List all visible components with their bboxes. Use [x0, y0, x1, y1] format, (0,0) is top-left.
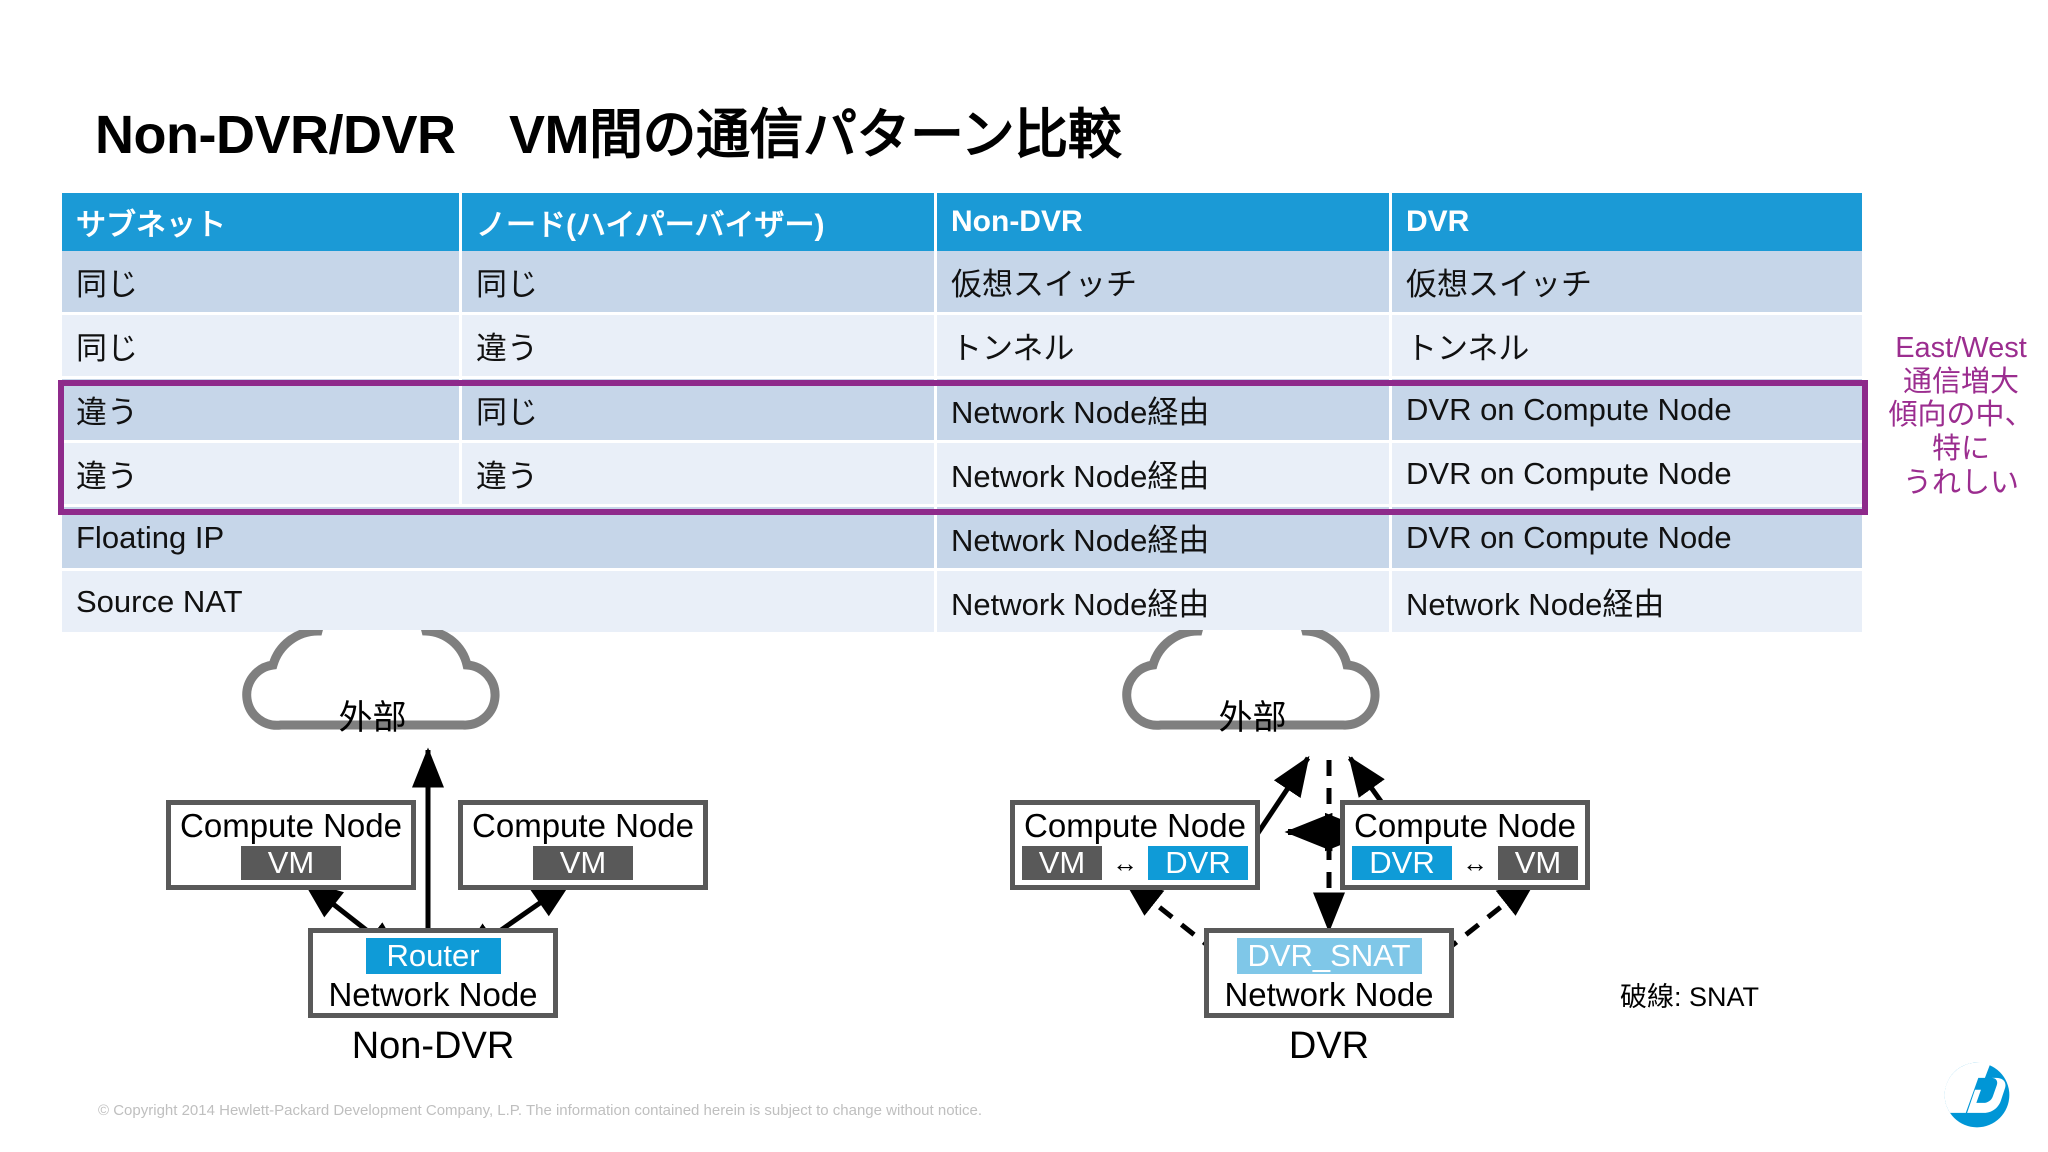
page-title: Non-DVR/DVR VM間の通信パターン比較: [95, 105, 1122, 165]
cell-node: 違う: [462, 443, 937, 507]
double-arrow-icon: ↔: [1462, 847, 1488, 878]
cell-subnet-span: Source NAT: [62, 571, 937, 635]
annotation-line-1: East/West: [1895, 332, 2027, 364]
compute-node-left-title: Compute Node: [180, 807, 402, 844]
cell-node: 違う: [462, 315, 937, 379]
cell-node: 同じ: [462, 379, 937, 443]
compute-node-right-title: Compute Node: [472, 807, 694, 844]
compute-node-right: Compute Node DVR ↔ VM: [1340, 800, 1590, 890]
column-header-node: ノード(ハイパーバイザー): [462, 193, 937, 251]
compute-node-left-chips: VM ↔ DVR: [1022, 845, 1248, 880]
annotation-line-2: 通信増大: [1902, 365, 2019, 398]
cell-subnet: 同じ: [62, 315, 462, 379]
cell-dvr: 仮想スイッチ: [1392, 251, 1862, 315]
compute-node-left: Compute Node VM ↔ DVR: [1010, 800, 1260, 890]
table-body: 同じ 同じ 仮想スイッチ 仮想スイッチ 同じ 違う トンネル トンネル 違う 同…: [62, 251, 1862, 635]
column-header-nondvr: Non-DVR: [937, 193, 1392, 251]
vm-chip-right: VM: [1498, 845, 1578, 880]
cloud-shape-external: [1122, 630, 1380, 730]
vm-chip-left: VM: [1022, 845, 1102, 880]
arrow-snat-to-vm-left-dashed: [1123, 878, 1218, 954]
dvr-chip-right: DVR: [1352, 845, 1452, 880]
annotation-line-4: 特に: [1931, 432, 1990, 465]
diagram-caption-dvr: DVR: [1288, 1025, 1370, 1067]
cell-nondvr: Network Node経由: [937, 443, 1392, 507]
east-west-annotation: East/West 通信増大 傾向の中、 特に うれしい: [1874, 332, 2048, 500]
vm-chip-right: VM: [533, 845, 633, 880]
dvr-snat-chip: DVR_SNAT: [1236, 938, 1422, 974]
column-header-dvr: DVR: [1392, 193, 1862, 251]
cell-nondvr: Network Node経由: [937, 507, 1392, 571]
table-row: Source NAT Network Node経由 Network Node経由: [62, 571, 1862, 635]
cell-dvr: DVR on Compute Node: [1392, 507, 1862, 571]
arrow-snat-to-vm-right-dashed: [1442, 878, 1537, 954]
cloud-shape-external: [242, 630, 500, 730]
dvr-chip-left: DVR: [1148, 845, 1248, 880]
column-header-subnet: サブネット: [62, 193, 462, 251]
cell-nondvr: トンネル: [937, 315, 1392, 379]
compute-node-left: Compute Node VM: [166, 800, 416, 890]
cell-dvr: トンネル: [1392, 315, 1862, 379]
network-node-box: DVR_SNAT Network Node: [1204, 928, 1454, 1018]
double-arrow-icon: ↔: [1112, 847, 1138, 878]
table-row: 同じ 同じ 仮想スイッチ 仮想スイッチ: [62, 251, 1862, 315]
cell-nondvr: 仮想スイッチ: [937, 251, 1392, 315]
cell-subnet-span: Floating IP: [62, 507, 937, 571]
cell-dvr: DVR on Compute Node: [1392, 379, 1862, 443]
cell-dvr: Network Node経由: [1392, 571, 1862, 635]
diagram-dvr: 外部 Compute Node VM ↔ DVR Compute Node DV…: [1010, 630, 1820, 1090]
compute-node-right-chips: DVR ↔ VM: [1352, 845, 1578, 880]
table-row: 同じ 違う トンネル トンネル: [62, 315, 1862, 379]
table-row: 違う 違う Network Node経由 DVR on Compute Node: [62, 443, 1862, 507]
annotation-line-3: 傾向の中、: [1888, 399, 2034, 432]
vm-chip-left: VM: [241, 845, 341, 880]
cell-nondvr: Network Node経由: [937, 379, 1392, 443]
copyright-footer: © Copyright 2014 Hewlett-Packard Develop…: [98, 1102, 983, 1119]
network-node-title: Network Node: [328, 976, 538, 1013]
network-node-box: Router Network Node: [308, 928, 558, 1018]
cloud-label-external: 外部: [1218, 699, 1287, 737]
cell-subnet: 同じ: [62, 251, 462, 315]
comparison-table: サブネット ノード(ハイパーバイザー) Non-DVR DVR 同じ 同じ 仮想…: [62, 193, 1862, 635]
table-header-row: サブネット ノード(ハイパーバイザー) Non-DVR DVR: [62, 193, 1862, 251]
cell-subnet: 違う: [62, 379, 462, 443]
arrow-dvr-left-to-cloud: [1249, 755, 1311, 844]
router-chip: Router: [365, 938, 501, 974]
hp-logo-icon: [1944, 1062, 2010, 1128]
diagram-non-dvr: 外部 Compute Node VM Compute Node VM Route…: [166, 630, 940, 1090]
cell-node: 同じ: [462, 251, 937, 315]
compute-node-left-title: Compute Node: [1024, 807, 1246, 844]
table-row: Floating IP Network Node経由 DVR on Comput…: [62, 507, 1862, 571]
cell-dvr: DVR on Compute Node: [1392, 443, 1862, 507]
compute-node-right: Compute Node VM: [458, 800, 708, 890]
snat-legend: 破線: SNAT: [1620, 982, 1760, 1012]
compute-node-right-title: Compute Node: [1354, 807, 1576, 844]
cloud-label-external: 外部: [338, 699, 407, 737]
cell-nondvr: Network Node経由: [937, 571, 1392, 635]
network-node-title: Network Node: [1224, 976, 1434, 1013]
cell-subnet: 違う: [62, 443, 462, 507]
diagram-caption-non-dvr: Non-DVR: [351, 1025, 515, 1067]
table-row: 違う 同じ Network Node経由 DVR on Compute Node: [62, 379, 1862, 443]
annotation-line-5: うれしい: [1902, 466, 2019, 499]
